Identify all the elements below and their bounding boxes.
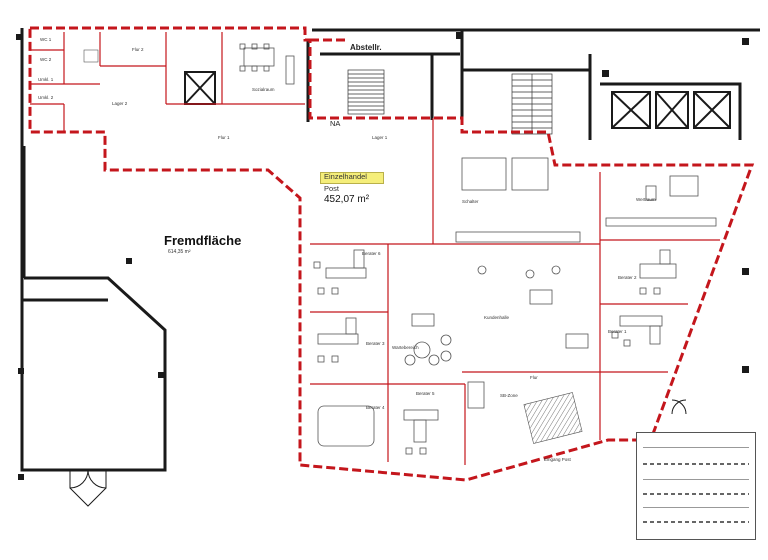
sb-zone-hatch — [523, 392, 583, 444]
label-fremdflaeche: Fremdfläche — [164, 233, 242, 248]
partitions — [30, 32, 720, 465]
label-einzelhandel: Einzelhandel — [324, 172, 367, 181]
label-schalter: Schalter — [462, 199, 479, 204]
columns — [16, 32, 749, 480]
label-berater3: Berater 3 — [366, 341, 385, 346]
label-umkl1: Umkl. 1 — [38, 77, 54, 82]
label-wartebereich: Wartebereich — [392, 345, 419, 350]
label-flur1: Flur 1 — [218, 135, 230, 140]
label-post-area: 452,07 m² — [324, 194, 370, 205]
label-flur: Flur — [530, 375, 538, 380]
label-berater2: Berater 2 — [618, 275, 637, 280]
label-flur2: Flur 2 — [132, 47, 144, 52]
label-na: NA — [330, 119, 341, 128]
einzelhandel-post-tag: Einzelhandel Post 452,07 m² — [320, 172, 384, 212]
staircases — [347, 69, 553, 135]
tenancy-boundary — [28, 26, 755, 482]
label-kundenhalle: Kundenhalle — [484, 315, 510, 320]
label-abstellraum: Abstellr. — [350, 43, 382, 52]
wc-info-box — [83, 49, 99, 63]
label-lager2: Lager 2 — [112, 101, 128, 106]
label-fremdflaeche-area: 614,35 m² — [168, 249, 191, 255]
elevator-shafts — [184, 71, 731, 129]
label-wc2: WC 2 — [40, 57, 52, 62]
walls — [20, 28, 760, 472]
label-wertraum: Wertraum — [636, 197, 656, 202]
label-lager1: Lager 1 — [372, 135, 388, 140]
label-sb-zone: SB-Zone — [500, 393, 518, 398]
entrance-doors — [69, 399, 687, 507]
label-berater4: Berater 4 — [366, 405, 385, 410]
label-post: Post — [324, 184, 340, 193]
label-sozialraum: Sozialraum — [252, 87, 275, 92]
label-berater1: Berater 1 — [608, 329, 627, 334]
title-block — [636, 432, 756, 540]
label-wc1: WC 1 — [40, 37, 52, 42]
label-eingang: Eingang Post — [544, 457, 571, 462]
furniture — [239, 43, 717, 455]
label-berater6: Berater 6 — [362, 251, 381, 256]
label-umkl2: Umkl. 2 — [38, 95, 54, 100]
label-berater5: Berater 5 — [416, 391, 435, 396]
